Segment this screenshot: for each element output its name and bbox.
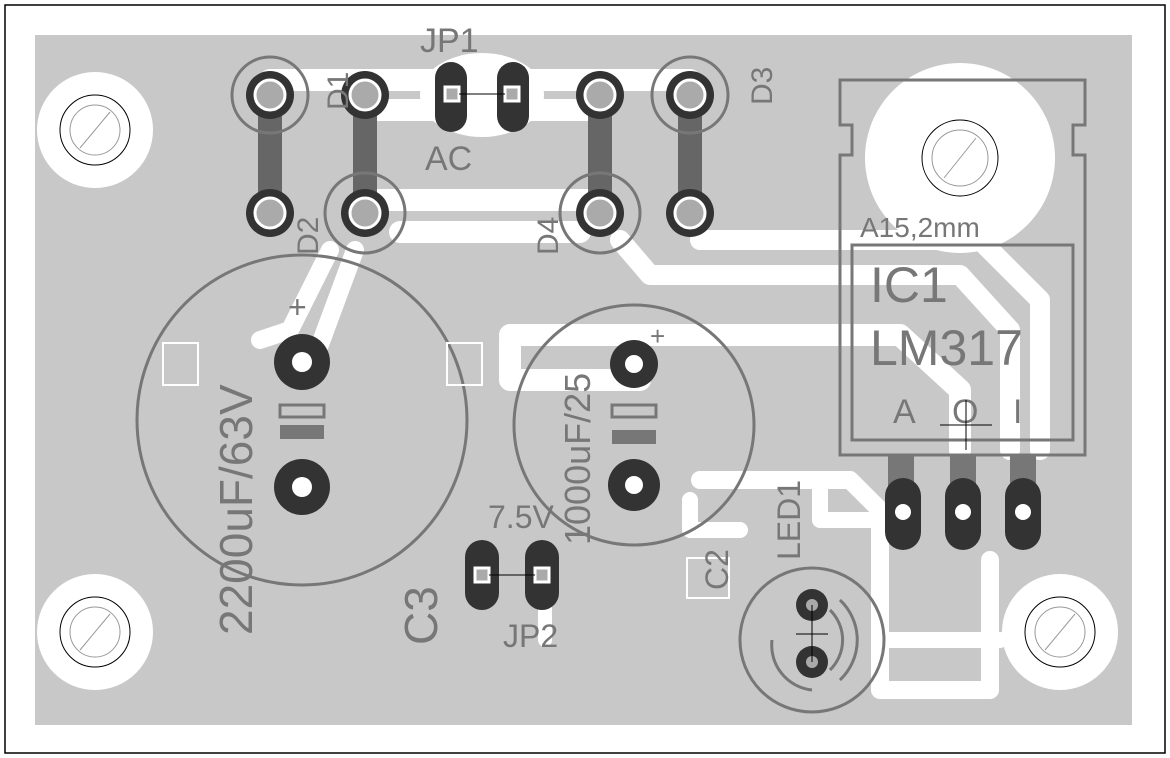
capacitor-c1: + 1000uF/25 (512, 303, 756, 547)
label-ac: AC (425, 140, 472, 178)
label-pin-i: I (1013, 393, 1022, 431)
label-pin-a: A (893, 393, 916, 431)
mounting-hole-ic (865, 63, 1055, 253)
label-jp2: JP2 (503, 618, 558, 654)
label-d2: D2 (292, 217, 325, 255)
label-jp2-value: 7.5V (488, 499, 554, 535)
label-ic-part: LM317 (870, 320, 1023, 376)
label-d3: D3 (746, 67, 779, 105)
label-c3: C3 (395, 586, 447, 645)
c1-plus: + (650, 321, 665, 351)
label-jp1: JP1 (420, 22, 479, 60)
mounting-holes (37, 63, 1118, 690)
mounting-hole-top-left (37, 72, 153, 188)
capacitor-c3: + 2200uF/63V C3 (135, 253, 483, 645)
capacitor-c2: C2 (686, 549, 735, 599)
label-c2: C2 (699, 549, 735, 590)
label-ic1: IC1 (870, 257, 948, 313)
label-ic-hole: A15,2mm (860, 212, 980, 243)
c3-plus: + (288, 289, 307, 325)
mounting-hole-bottom-left (37, 574, 153, 690)
label-d1: D1 (322, 72, 355, 110)
mounting-hole-bottom-right (1002, 574, 1118, 690)
jumper-jp1: JP1 AC (420, 22, 544, 178)
jumper-jp2: 7.5V JP2 (465, 499, 559, 654)
regulator-ic1: A15,2mm IC1 LM317 A O I (838, 78, 1087, 550)
label-c3-value: 2200uF/63V (210, 384, 262, 635)
diodes: D1 D2 D3 D4 (230, 55, 779, 255)
label-led1: LED1 (771, 480, 807, 560)
label-c1-value: 1000uF/25 (557, 373, 598, 545)
label-d4: D4 (532, 217, 565, 255)
led-led1: LED1 (738, 480, 886, 714)
